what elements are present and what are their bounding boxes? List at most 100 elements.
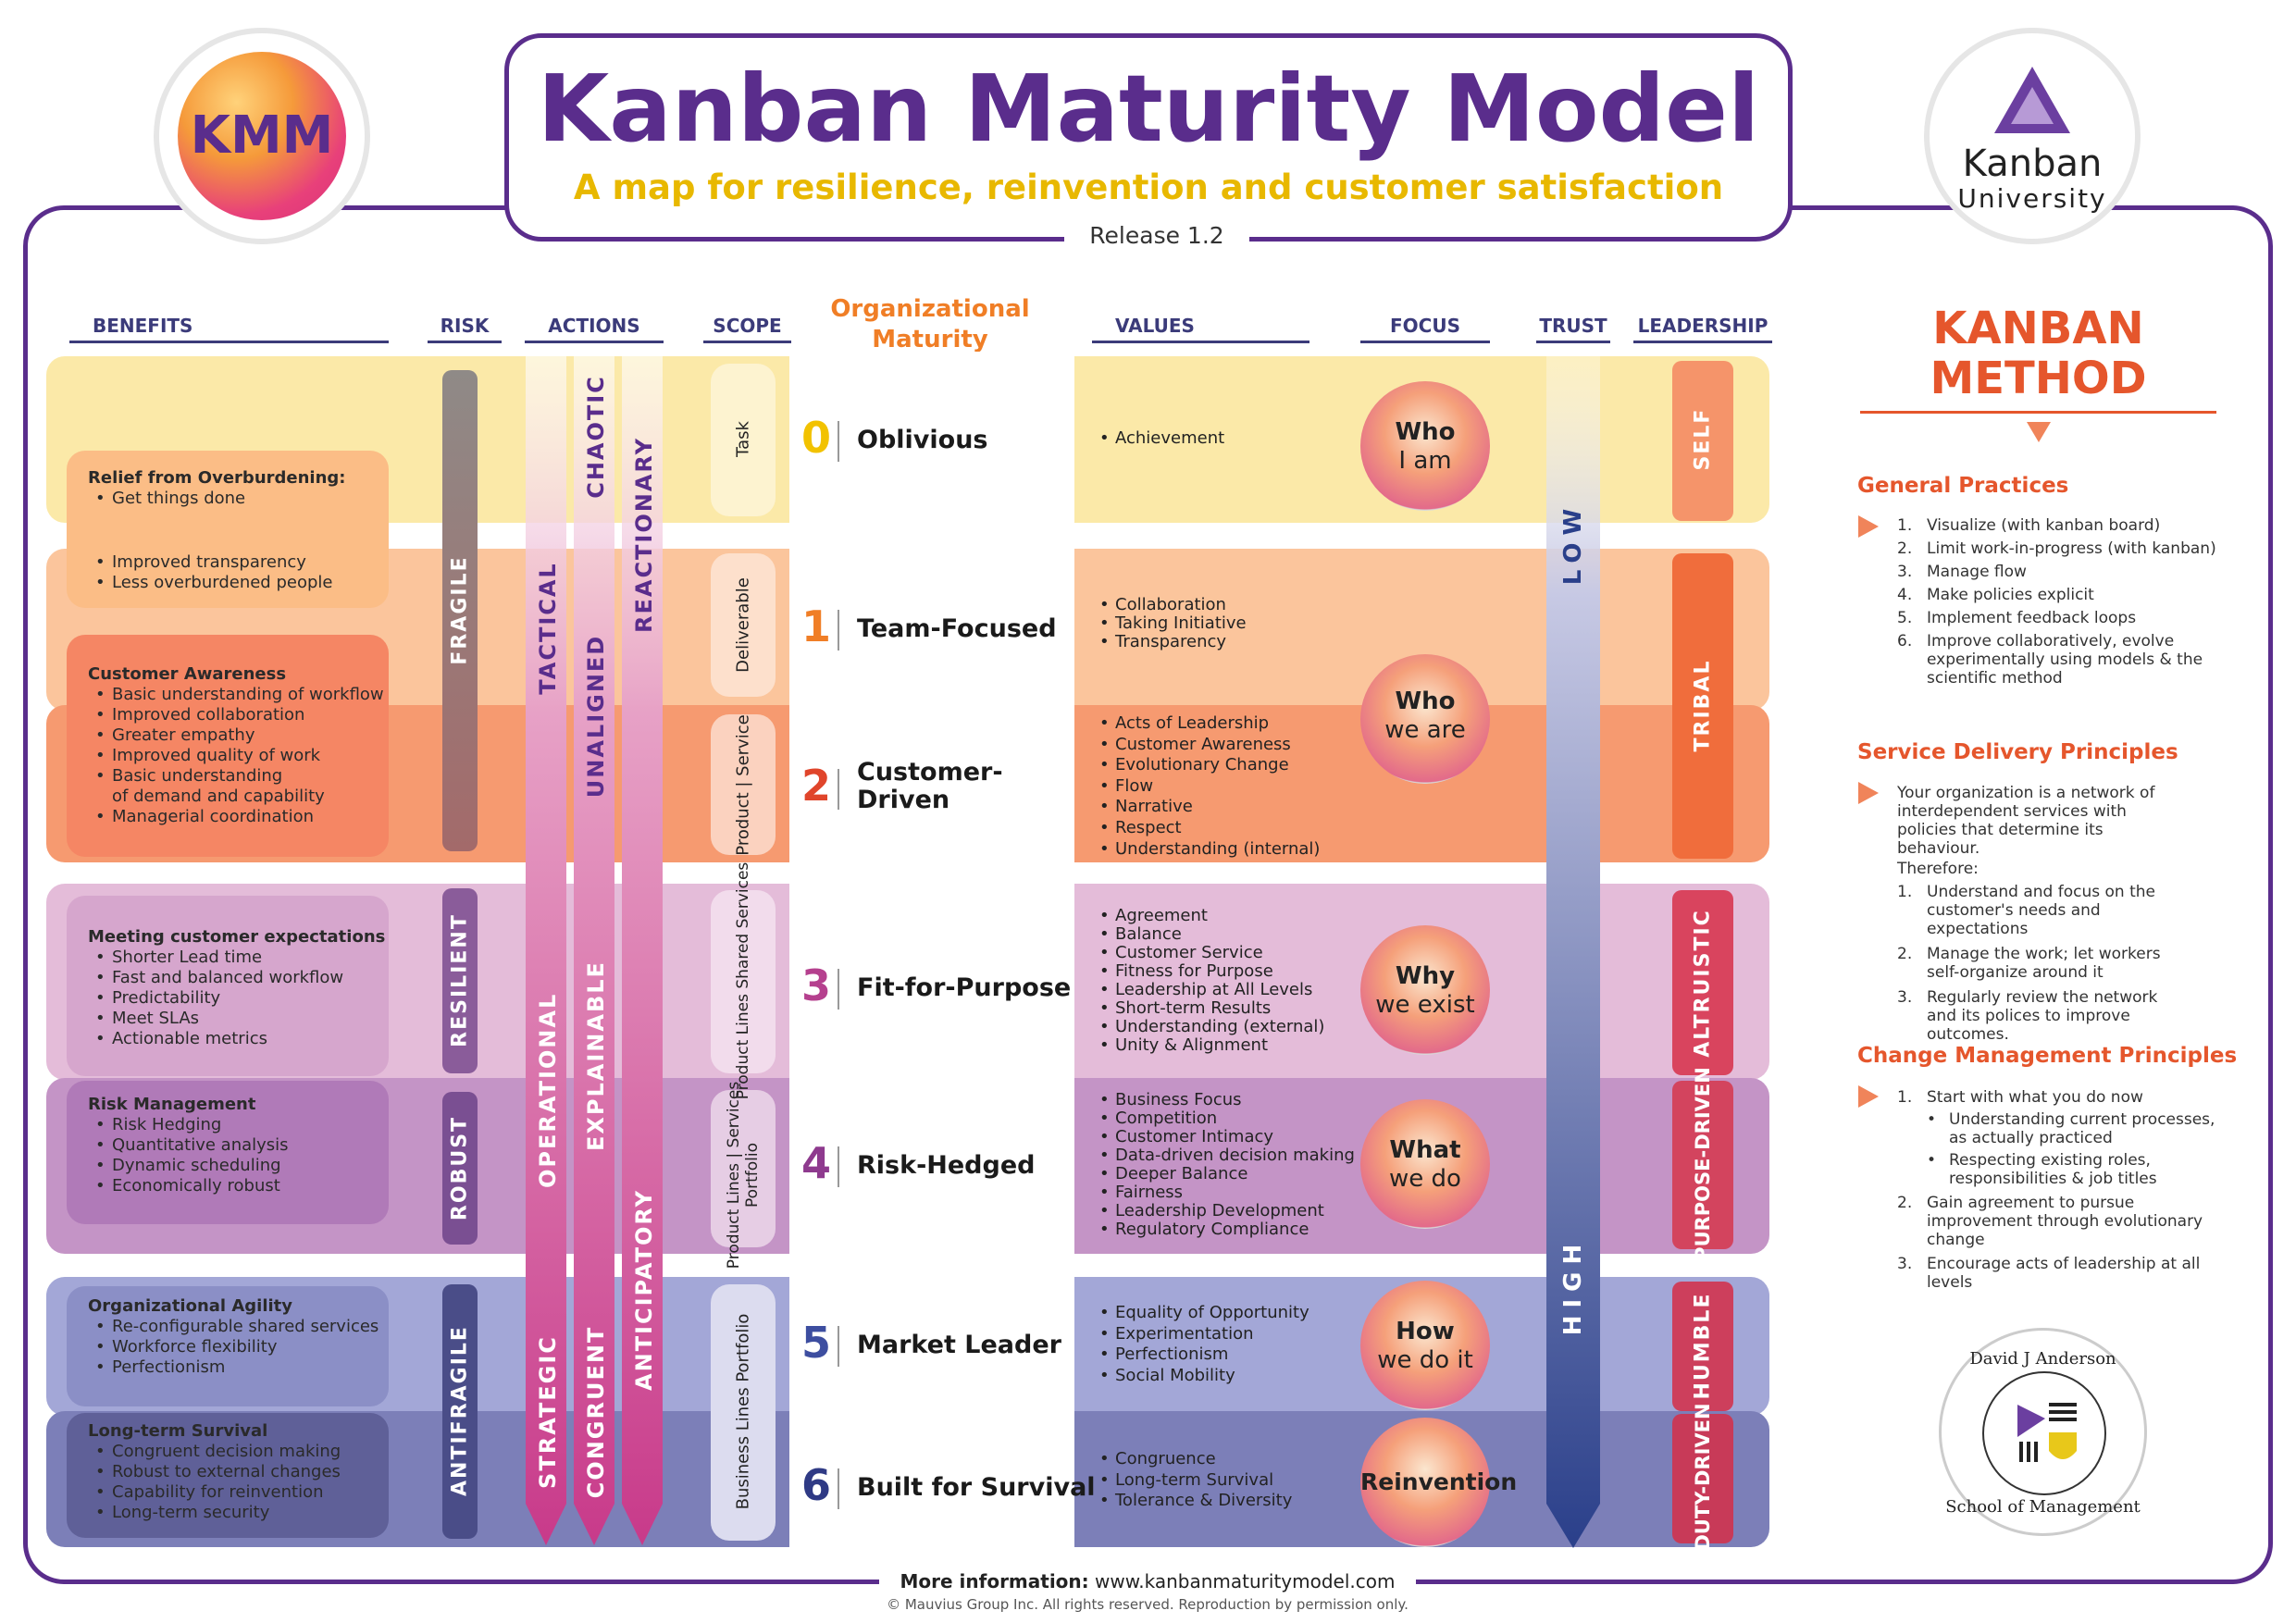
value-item: Business Focus (1097, 1091, 1355, 1110)
footer: More information: www.kanbanmaturitymode… (879, 1570, 1416, 1618)
risk-bar-fragile (442, 370, 478, 851)
level-number: 1 (801, 601, 832, 651)
service-delivery-list: Your organization is a network of interd… (1897, 784, 2184, 1050)
benefit-block: Risk Management Risk Hedging Quantitativ… (88, 1095, 289, 1196)
value-item: Narrative (1097, 797, 1320, 818)
benefit-item: Workforce flexibility (88, 1337, 379, 1357)
leadership-label: PURPOSE-DRIVEN (1692, 1067, 1714, 1261)
level-number: 3 (801, 960, 832, 1010)
benefit-item: Shorter Lead time (88, 948, 385, 968)
level-separator (838, 421, 839, 462)
cmp-item: 2.Gain agreement to pursue improvement t… (1897, 1194, 2203, 1249)
value-item: Unity & Alignment (1097, 1036, 1324, 1056)
practice-item: 6.Improve collaboratively, evolve experi… (1897, 632, 2203, 688)
benefit-item: Capability for reinvention (88, 1482, 341, 1503)
method-title: KANBAN METHOD (1930, 303, 2147, 404)
release-label: Release 1.2 (1064, 222, 1249, 249)
value-item: Taking Initiative (1097, 614, 1247, 634)
practice-item: 5.Implement feedback loops (1897, 609, 2137, 627)
action-anticipatory: ANTICIPATORY (631, 1189, 657, 1391)
value-item: Deeper Balance (1097, 1165, 1355, 1184)
play-arrow-icon (1858, 782, 1879, 804)
benefit-item: Actionable metrics (88, 1029, 385, 1049)
general-practices-title: General Practices (1857, 474, 2069, 498)
leadership-duty-driven (1672, 1414, 1733, 1543)
header-focus: FOCUS (1360, 315, 1490, 343)
values-list: Equality of Opportunity Experimentation … (1097, 1303, 1309, 1386)
page-title: Kanban Maturity Model (537, 55, 1760, 163)
level-name: Risk-Hedged (857, 1151, 1036, 1180)
focus-line2: we are (1384, 716, 1466, 744)
benefit-item: Economically robust (88, 1176, 289, 1196)
value-item: Regulatory Compliance (1097, 1220, 1355, 1240)
level-name: Built for Survival (857, 1473, 1096, 1502)
actions-arrow-3 (622, 356, 663, 1545)
level-separator (838, 769, 839, 810)
actions-arrows (526, 356, 663, 1545)
value-item: Leadership at All Levels (1097, 981, 1324, 1000)
triangle-icon (1994, 67, 2070, 133)
risk-bar-resilient (442, 888, 478, 1073)
focus-line1: What (1389, 1136, 1461, 1164)
leadership-label: DUTY-DRIVEN (1692, 1403, 1714, 1551)
leadership-label: ALTRUISTIC (1691, 909, 1715, 1058)
benefit-item: Improved quality of work (88, 746, 384, 766)
value-item: Long-term Survival (1097, 1470, 1292, 1492)
value-item: Respect (1097, 818, 1320, 839)
focus-line1: Who (1395, 418, 1456, 446)
header-risk: RISK (428, 315, 502, 343)
actions-arrow-2 (574, 356, 614, 1545)
risk-label-resilient: RESILIENT (448, 913, 472, 1047)
benefit-block: Organizational Agility Re-configurable s… (88, 1296, 379, 1378)
level-separator (838, 1146, 839, 1187)
scope-task: Task (733, 421, 753, 457)
benefit-item: Re-configurable shared services (88, 1317, 379, 1337)
sdp-item: 3.Regularly review the network and its p… (1897, 988, 2158, 1044)
benefit-item: Quantitative analysis (88, 1135, 289, 1156)
action-chaotic: CHAOTIC (583, 375, 609, 499)
benefit-title: Organizational Agility (88, 1296, 293, 1316)
value-item: Understanding (external) (1097, 1018, 1324, 1037)
value-item: Evolutionary Change (1097, 755, 1320, 776)
benefit-title: Long-term Survival (88, 1421, 268, 1441)
leadership-label: SELF (1691, 407, 1715, 471)
value-item: Flow (1097, 776, 1320, 798)
header-leadership: LEADERSHIP (1633, 315, 1772, 343)
benefit-item: Greater empathy (88, 725, 384, 746)
level-separator (838, 969, 839, 1010)
header-values: VALUES (1092, 315, 1309, 343)
kanban-university-line1: Kanban (1962, 142, 2103, 185)
practice-item: 2.Limit work-in-progress (with kanban) (1897, 539, 2216, 558)
cmp-subitem: •Respecting existing roles, responsibili… (1927, 1151, 2157, 1188)
scope-business-lines: Business Lines Portfolio (733, 1313, 753, 1510)
page-subtitle: A map for resilience, reinvention and cu… (573, 167, 1724, 207)
benefit-item: Risk Hedging (88, 1115, 289, 1135)
scope-tab (711, 890, 776, 1073)
practice-item: 3.Manage flow (1897, 563, 2027, 581)
value-item: Data-driven decision making (1097, 1146, 1355, 1166)
action-explainable: EXPLAINABLE (583, 960, 609, 1151)
risk-bar-robust (442, 1092, 478, 1245)
footer-url[interactable]: www.kanbanmaturitymodel.com (1095, 1570, 1396, 1592)
value-item: Perfectionism (1097, 1344, 1309, 1366)
header-actions: ACTIONS (525, 315, 664, 343)
values-list: Business Focus Competition Customer Inti… (1097, 1091, 1355, 1240)
focus-line2: I am (1398, 447, 1452, 475)
trust-low: LOW (1559, 501, 1587, 586)
header-benefits: BENEFITS (69, 315, 389, 343)
value-item: Short-term Results (1097, 999, 1324, 1019)
level-number: 5 (801, 1318, 832, 1368)
value-item: Fairness (1097, 1183, 1355, 1203)
benefit-title: Risk Management (88, 1095, 256, 1114)
sdp-item: 2.Manage the work; let workers self-orga… (1897, 945, 2161, 982)
benefit-item: Robust to external changes (88, 1462, 341, 1482)
kanban-university-line2: University (1957, 183, 2107, 214)
value-item: Congruence (1097, 1449, 1292, 1470)
scope-tab (711, 1284, 776, 1541)
focus-line2: we do (1389, 1165, 1461, 1193)
value-item: Experimentation (1097, 1324, 1309, 1345)
focus-line1: Why (1395, 962, 1456, 990)
value-item: Equality of Opportunity (1097, 1303, 1309, 1324)
